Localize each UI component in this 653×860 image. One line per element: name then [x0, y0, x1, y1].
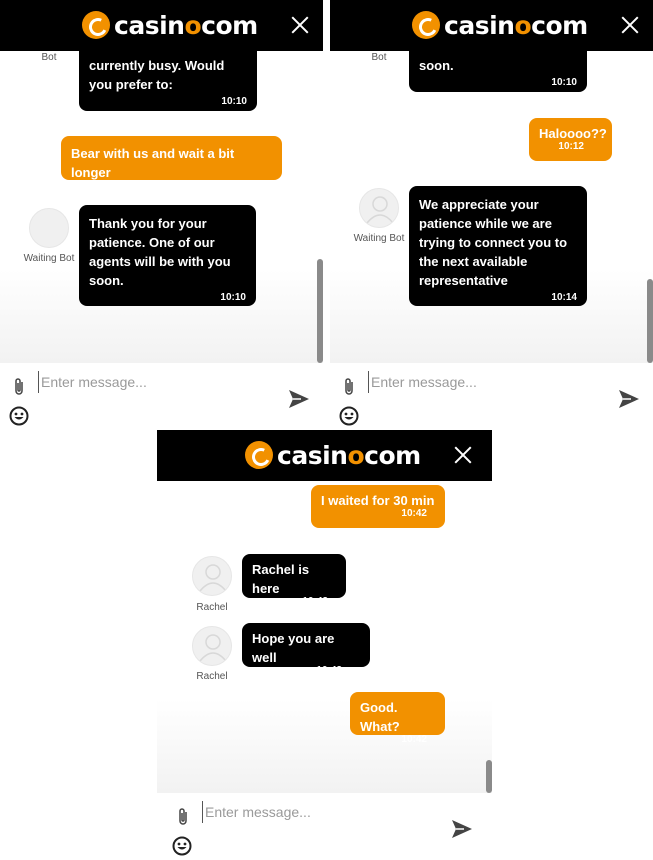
message-time: 10:42 [401, 734, 427, 745]
message-time: 10:12 [558, 141, 584, 152]
message-text: Bear with us and wait a bit longer [71, 146, 235, 180]
bot-avatar [29, 208, 69, 248]
bot-message: We appreciate your patience while we are… [409, 186, 587, 306]
message-time: 10:10 [220, 292, 246, 303]
message-text: currently busy. Would you prefer to: [89, 58, 225, 92]
logo-mark-icon [245, 441, 273, 469]
chat-messages-area[interactable]: I waited for 30 min 10:42 Rachel Rachel … [157, 481, 492, 793]
paperclip-icon[interactable] [342, 377, 356, 397]
user-message: Haloooo?? 10:12 [529, 118, 612, 161]
message-text: Thank you for your patience. One of our … [89, 216, 231, 288]
agent-message: Hope you are well 10:42 [242, 623, 370, 676]
message-time: 10:42 [401, 508, 427, 519]
sender-name: Rachel [196, 671, 228, 682]
agent-avatar [192, 556, 232, 596]
bot-avatar [359, 188, 399, 228]
paperclip-icon[interactable] [12, 377, 26, 397]
chat-panel-3: I waited for 30 min 10:42 Rachel Rachel … [157, 430, 492, 860]
message-composer [0, 363, 323, 429]
message-composer [157, 793, 492, 859]
message-time: 10:10 [551, 77, 577, 88]
message-input[interactable] [38, 371, 278, 393]
message-text: Haloooo?? [539, 126, 607, 141]
send-icon[interactable] [288, 389, 310, 409]
sender-name: Bot [371, 52, 387, 63]
smiley-icon[interactable] [339, 406, 359, 426]
agent-avatar [192, 626, 232, 666]
scrollbar[interactable] [486, 760, 492, 793]
message-text: Good. What? [360, 700, 400, 734]
paperclip-icon[interactable] [176, 807, 190, 827]
chat-panel-1: Bot currently busy. Would you prefer to:… [0, 0, 323, 430]
message-time: 10:42 [302, 596, 328, 607]
message-input[interactable] [202, 801, 442, 823]
message-input[interactable] [368, 371, 608, 393]
message-time: 10:14 [551, 292, 577, 303]
smiley-icon[interactable] [172, 836, 192, 856]
sender-name: Waiting Bot [353, 233, 405, 244]
message-text: I waited for 30 min [321, 493, 435, 508]
close-icon[interactable] [452, 444, 474, 466]
smiley-icon[interactable] [9, 406, 29, 426]
logo-mark-icon [412, 11, 440, 39]
chat-messages-area[interactable]: Bot soon. 10:10 Haloooo?? 10:12 Waiting … [330, 39, 653, 363]
message-composer [330, 363, 653, 429]
sender-name: Waiting Bot [23, 253, 75, 264]
message-text: Hope you are well [252, 631, 335, 665]
close-icon[interactable] [619, 14, 641, 36]
message-time: 10:10 [221, 96, 247, 107]
chat-messages-area[interactable]: Bot currently busy. Would you prefer to:… [0, 39, 323, 363]
bot-message: Thank you for your patience. One of our … [79, 205, 256, 306]
logo-mark-icon [82, 11, 110, 39]
sender-name: Bot [41, 52, 57, 63]
scrollbar[interactable] [647, 279, 653, 363]
message-time: 10:10 [238, 180, 264, 191]
user-message: Bear with us and wait a bit longer 10:10 [61, 136, 282, 191]
user-message: I waited for 30 min 10:42 [311, 485, 445, 528]
message-time: 10:42 [316, 665, 342, 676]
scrollbar[interactable] [317, 259, 323, 363]
agent-message: Rachel is here 10:42 [242, 554, 346, 607]
close-icon[interactable] [289, 14, 311, 36]
message-text: Rachel is here [252, 562, 310, 596]
send-icon[interactable] [618, 389, 640, 409]
message-text: soon. [419, 58, 454, 73]
chat-panel-2: Bot soon. 10:10 Haloooo?? 10:12 Waiting … [330, 0, 653, 430]
bot-message: currently busy. Would you prefer to: 10:… [79, 39, 257, 111]
send-icon[interactable] [451, 819, 473, 839]
message-text: We appreciate your patience while we are… [419, 197, 568, 288]
user-message: Good. What? 10:42 [350, 692, 445, 745]
sender-name: Rachel [196, 602, 228, 613]
